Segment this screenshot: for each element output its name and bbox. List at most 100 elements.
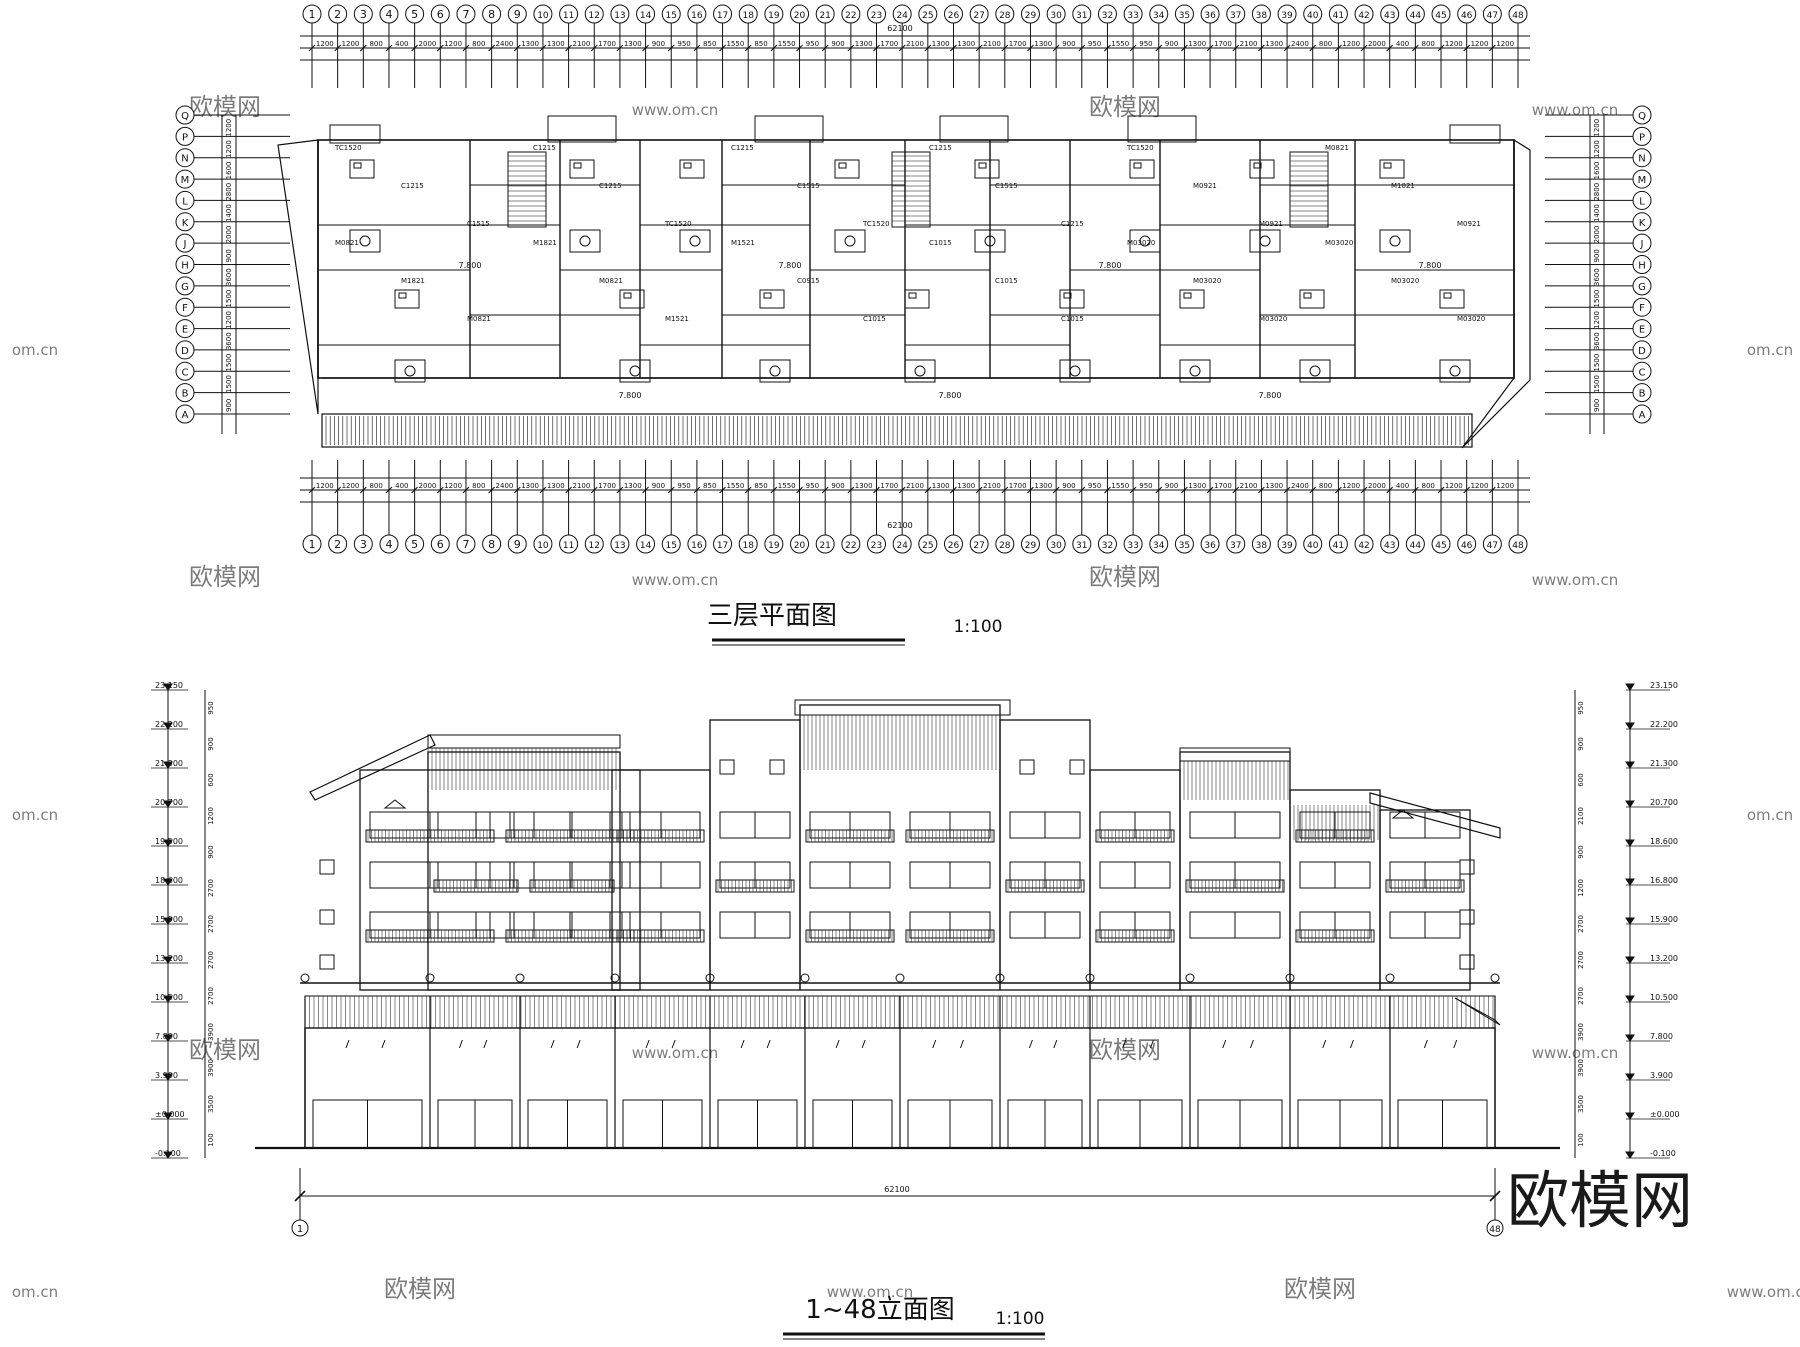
dim-text: 900	[225, 249, 233, 262]
dim-text: 3600	[225, 332, 233, 350]
dim-tick	[334, 486, 342, 494]
bed	[394, 289, 420, 309]
window-bay	[1189, 811, 1281, 839]
dim-text: 1200	[1593, 311, 1601, 329]
balcony-rail	[1185, 879, 1285, 893]
dim-text: 1500	[225, 354, 233, 372]
pillow	[573, 162, 582, 169]
bed	[1439, 289, 1465, 309]
axis-number: 16	[691, 11, 703, 21]
dim-tick	[1283, 44, 1291, 52]
watermark-url: www.om.cn	[1532, 571, 1619, 589]
pillow	[838, 162, 847, 169]
small-window	[1459, 859, 1475, 875]
lamp-post	[1285, 973, 1295, 983]
plan-title: 三层平面图	[707, 601, 837, 631]
axis-number: 6	[437, 8, 444, 21]
dim-tick	[513, 44, 521, 52]
table	[984, 235, 996, 247]
shop-lamp	[1249, 1039, 1254, 1049]
plan-room-labels: TC1520C1215C1515C1215C1215TC1520C1215C15…	[334, 144, 1485, 400]
axis-number: 39	[1281, 11, 1293, 21]
dim-text: 1200	[1593, 119, 1601, 137]
axis-number: 5	[411, 538, 418, 551]
pillow	[1383, 162, 1392, 169]
dim-tick	[1129, 44, 1137, 52]
room-label: C1015	[929, 239, 952, 247]
dim-text: 2700	[1577, 915, 1585, 933]
dim-tick	[770, 486, 778, 494]
furniture	[834, 159, 866, 253]
table	[1389, 235, 1401, 247]
elevation-mark: 7.800	[1419, 261, 1442, 270]
dim-tick	[642, 44, 649, 52]
lamp-post	[1185, 973, 1195, 983]
dim-text: 3500	[1577, 1095, 1585, 1113]
axis-letter: K	[182, 218, 189, 229]
axis-letter: N	[181, 154, 188, 165]
dim-text: 400	[395, 40, 408, 48]
room-label: M03020	[1259, 315, 1287, 323]
dim-text: 2100	[573, 482, 591, 490]
room-label: M1021	[1391, 182, 1415, 190]
bed	[759, 289, 785, 309]
axis-letter: F	[182, 303, 188, 314]
dim-text: 1200	[1471, 40, 1489, 48]
axis-number: 28	[999, 11, 1011, 21]
watermark-url: www.om.cn	[1727, 1283, 1800, 1301]
dim-tick	[719, 44, 726, 52]
watermark-text: 欧模网	[1284, 1275, 1356, 1303]
axis-number: 29	[1025, 541, 1037, 551]
sofa	[1129, 229, 1161, 253]
axis-letter: Q	[181, 111, 189, 122]
room-label: M03020	[1193, 277, 1221, 285]
sofa	[619, 359, 651, 383]
axis-number: 3	[360, 538, 367, 551]
dim-tick	[1335, 44, 1342, 52]
dim-text: 1550	[1111, 40, 1129, 48]
dim-tick	[359, 44, 367, 52]
window-bay	[1389, 911, 1461, 939]
dim-text: 1300	[855, 482, 873, 490]
dim-text: 900	[1577, 845, 1585, 858]
axis-number: 38	[1256, 541, 1268, 551]
dim-text: 2700	[1577, 951, 1585, 969]
room-label: M0821	[599, 277, 623, 285]
dim-tick	[436, 486, 444, 494]
dim-text: 2700	[207, 915, 215, 933]
axis-letter: L	[182, 196, 188, 207]
level-text: 21.300	[1650, 759, 1678, 768]
table	[359, 235, 371, 247]
window-bay	[1295, 911, 1375, 943]
furniture	[349, 159, 381, 253]
dim-text: 1200	[316, 40, 334, 48]
dim-tick	[1206, 44, 1214, 52]
level-triangle	[163, 1073, 173, 1081]
watermark-url: www.om.cn	[827, 1283, 914, 1301]
bay-projection	[1127, 115, 1197, 143]
dim-tick	[1155, 486, 1163, 494]
axis-number: 8	[488, 538, 495, 551]
bay-projection	[939, 115, 1009, 143]
shop-lamp	[381, 1039, 386, 1049]
room-label: C1215	[1061, 220, 1084, 228]
bed	[1059, 289, 1085, 309]
bed	[1179, 289, 1205, 309]
lamp-post	[610, 973, 620, 983]
level-text: 18.600	[1650, 837, 1678, 846]
dim-text: 900	[831, 40, 844, 48]
dim-text: 800	[472, 40, 485, 48]
dim-tick	[1463, 44, 1471, 52]
dim-tick	[770, 44, 778, 52]
shop-lamp	[1453, 1039, 1458, 1049]
level-triangle	[1625, 839, 1635, 847]
watermark-url-edge: om.cn	[12, 1283, 58, 1301]
axis-number: 35	[1179, 541, 1190, 551]
dim-tick	[1206, 486, 1214, 494]
dim-text: 1200	[225, 140, 233, 158]
window-bay	[1299, 861, 1371, 889]
room-label: M0821	[335, 239, 359, 247]
room-label: C1215	[599, 182, 622, 190]
dim-text: 2000	[419, 40, 437, 48]
